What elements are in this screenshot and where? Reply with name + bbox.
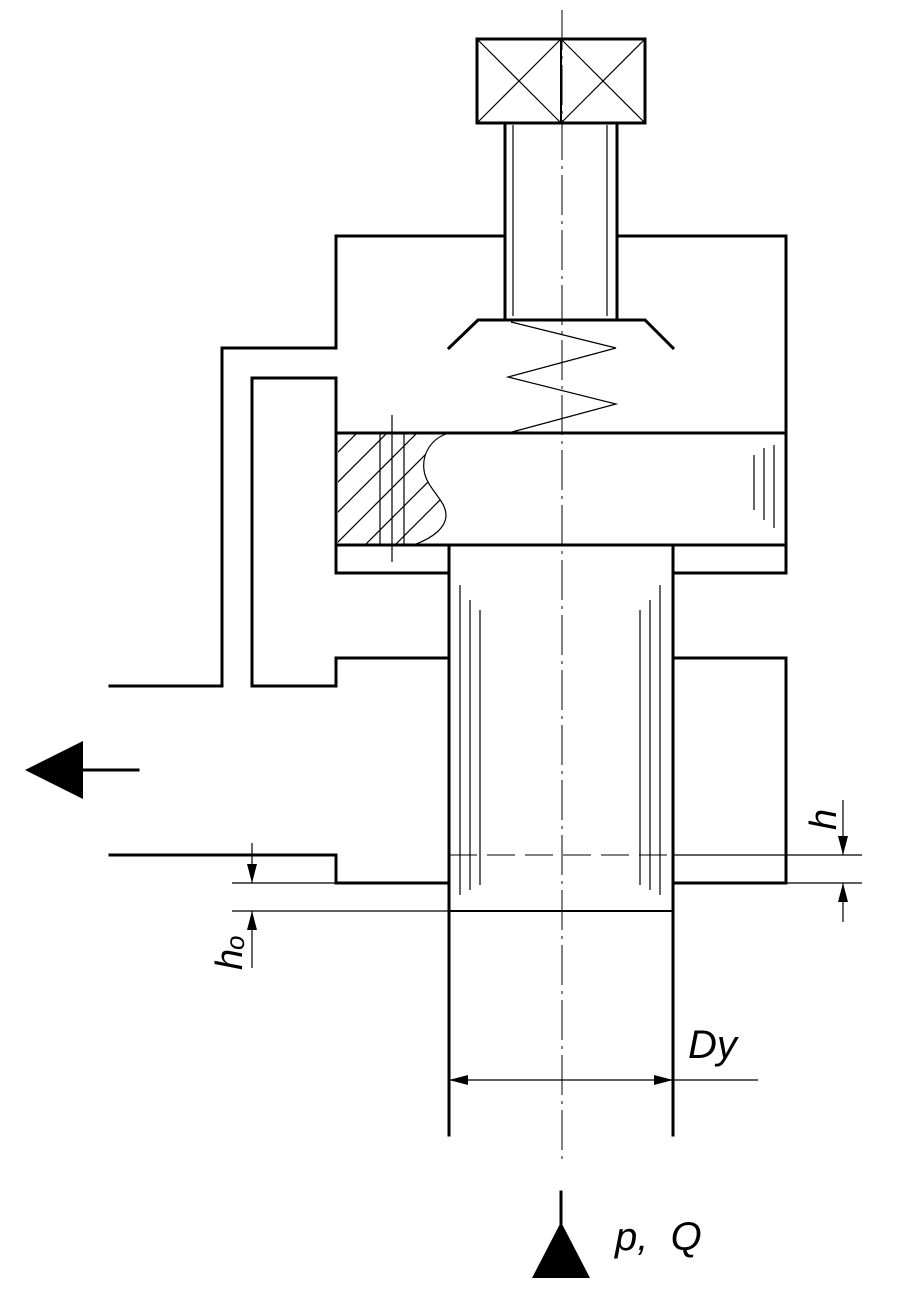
outlet-arrow-icon	[25, 741, 140, 799]
label-pq: p, Q	[614, 1215, 702, 1259]
plunger	[447, 543, 675, 912]
label-h0-subscript: o	[220, 936, 250, 950]
spring	[505, 321, 619, 433]
spring-plate	[446, 318, 676, 351]
label-h: h	[803, 809, 845, 830]
label-h0: h o	[209, 936, 251, 970]
dimension-dy	[449, 1075, 758, 1085]
right-body	[672, 656, 788, 885]
dimension-h0	[232, 843, 449, 968]
inlet-pipe	[447, 910, 675, 1137]
upper-housing	[108, 234, 788, 688]
actuator-box	[475, 37, 647, 125]
stem	[503, 121, 619, 320]
piston	[334, 415, 788, 562]
label-h0-main: h	[209, 949, 251, 970]
label-dy: Dy	[688, 1023, 740, 1067]
dimension-h	[673, 800, 862, 922]
outlet-lower-wall	[108, 853, 448, 885]
inlet-arrow-icon	[532, 1190, 590, 1278]
